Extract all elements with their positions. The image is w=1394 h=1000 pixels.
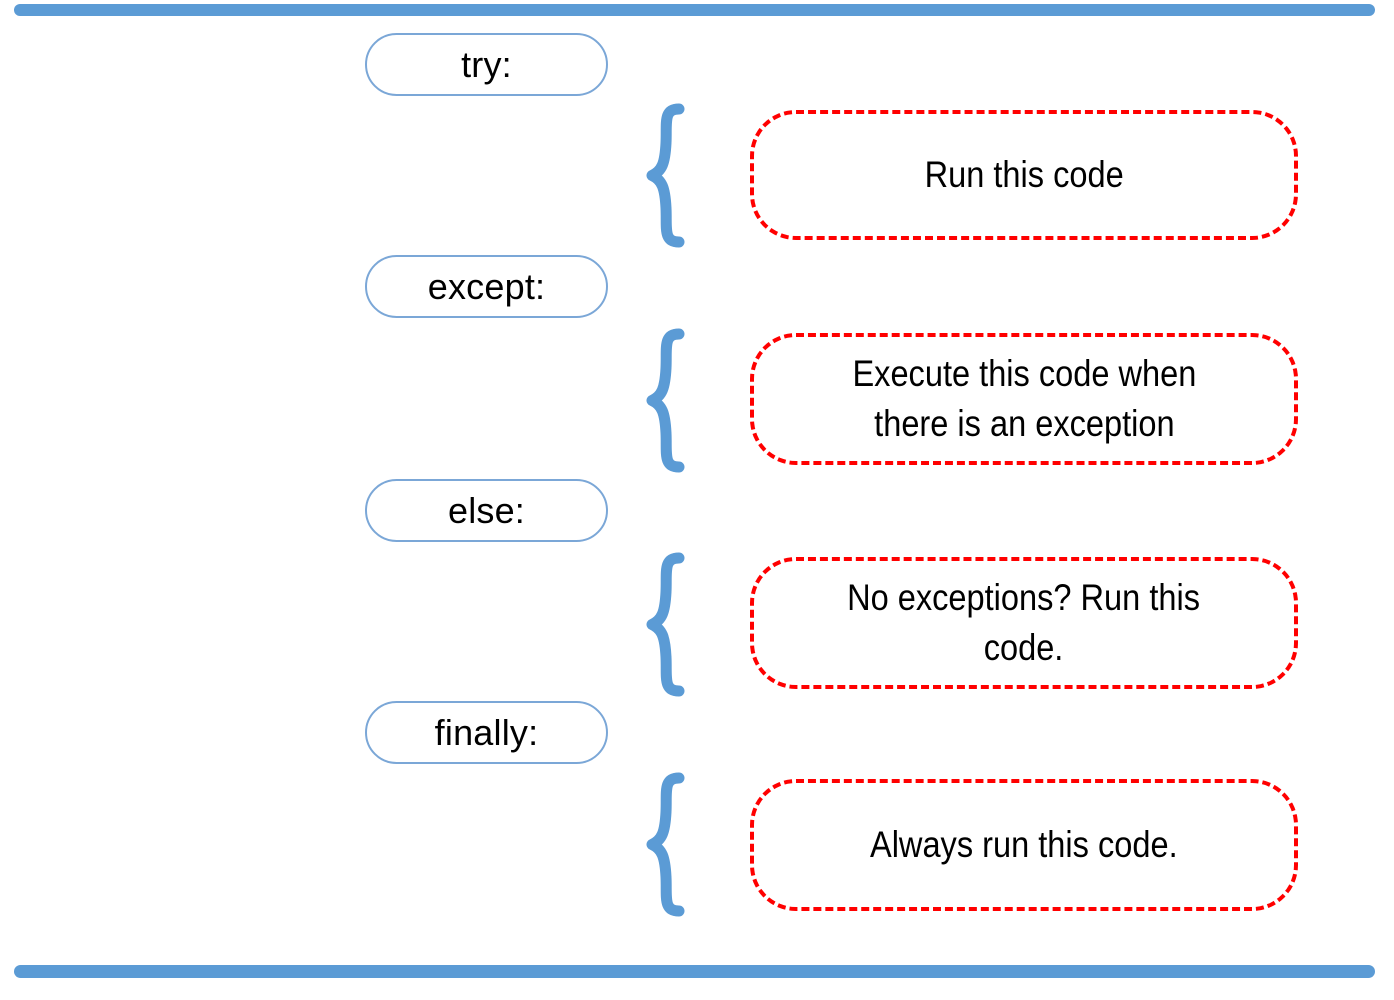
keyword-pill-label-finally: finally: bbox=[434, 711, 539, 753]
bottom-accent-bar bbox=[14, 965, 1375, 978]
keyword-pill-label-except: except: bbox=[427, 265, 546, 307]
curly-brace-finally bbox=[645, 772, 689, 917]
keyword-pill-else[interactable]: else: bbox=[365, 479, 608, 542]
keyword-pill-label-else: else: bbox=[447, 489, 526, 531]
keyword-pill-try[interactable]: try: bbox=[365, 33, 608, 96]
code-box-try[interactable]: Run this code bbox=[750, 110, 1298, 240]
code-box-except[interactable]: Execute this code when there is an excep… bbox=[750, 333, 1298, 465]
curly-brace-try bbox=[645, 103, 689, 248]
keyword-pill-except[interactable]: except: bbox=[365, 255, 608, 318]
code-box-text-except: Execute this code when there is an excep… bbox=[852, 353, 1196, 444]
curly-brace-except bbox=[645, 328, 689, 473]
code-box-finally[interactable]: Always run this code. bbox=[750, 779, 1298, 911]
keyword-pill-label-try: try: bbox=[461, 43, 512, 85]
code-box-text-finally: Always run this code. bbox=[870, 824, 1178, 866]
code-box-text-try: Run this code bbox=[924, 154, 1124, 196]
code-box-text-else: No exceptions? Run this code. bbox=[847, 577, 1201, 668]
keyword-pill-finally[interactable]: finally: bbox=[365, 701, 608, 764]
curly-brace-else bbox=[645, 552, 689, 697]
code-box-else[interactable]: No exceptions? Run this code. bbox=[750, 557, 1298, 689]
top-accent-bar bbox=[14, 4, 1375, 16]
